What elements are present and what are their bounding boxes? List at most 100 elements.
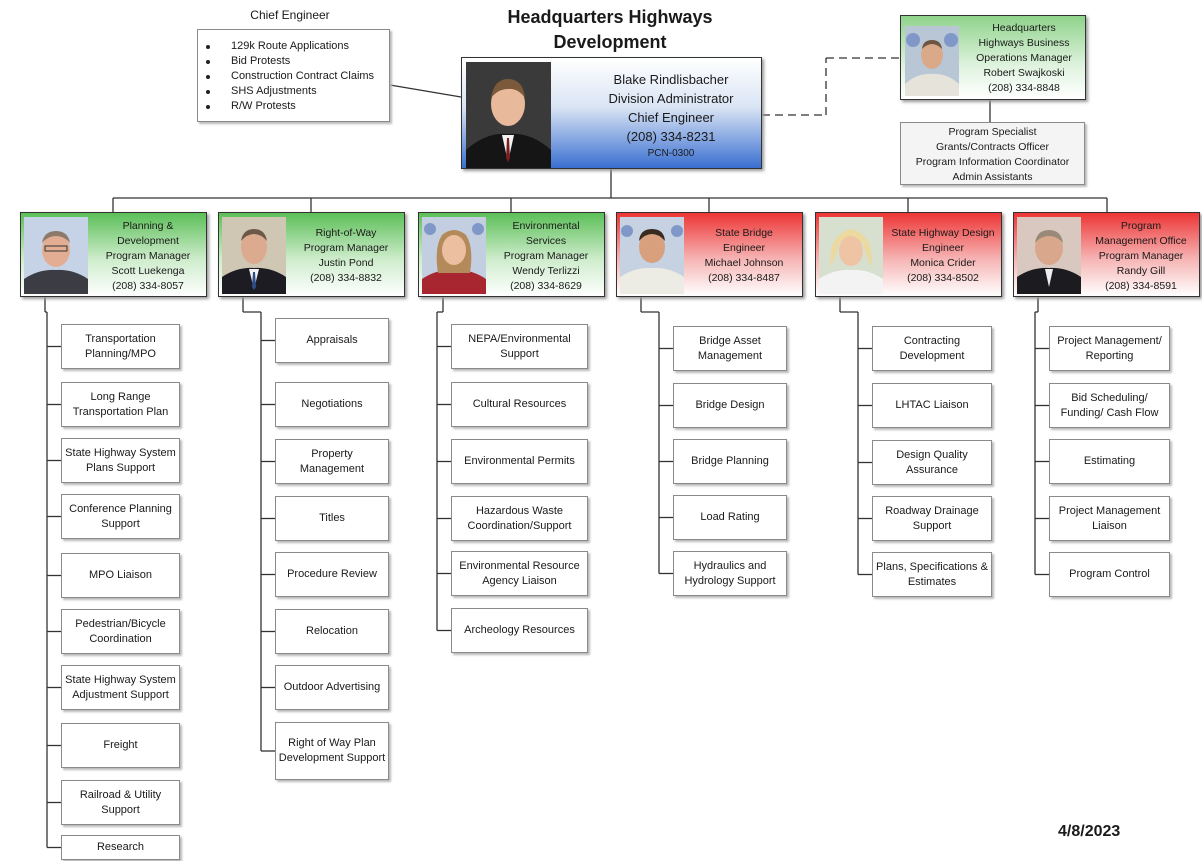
chart-title-line2: Development: [553, 32, 667, 52]
sub-unit-box: Estimating: [1049, 439, 1170, 484]
manager-line: Program Manager: [1098, 250, 1184, 262]
sub-unit-box: Program Control: [1049, 552, 1170, 597]
manager-line: Planning &: [122, 220, 174, 232]
sub-unit-box: Hazardous Waste Coordination/Support: [451, 496, 588, 541]
sub-unit-box: Research: [61, 835, 180, 860]
hq-business-manager-details: Headquarters Highways Business Operation…: [963, 21, 1085, 96]
manager-box-program-management-office: Program Management Office Program Manage…: [1013, 212, 1200, 297]
manager-box-state-highway-design: State Highway Design Engineer Monica Cri…: [815, 212, 1002, 297]
sub-unit-box: Project Management/ Reporting: [1049, 326, 1170, 371]
manager-line: Program Manager: [503, 250, 589, 262]
hq-business-name: Robert Swajkoski: [983, 67, 1065, 79]
program-specialist-line: Admin Assistants: [952, 171, 1033, 183]
manager-line: Management Office: [1095, 235, 1187, 247]
manager-line: Environmental: [512, 220, 580, 232]
sub-unit-box: Cultural Resources: [451, 382, 588, 427]
chief-engineer-connector: [389, 84, 462, 98]
sub-unit-box: Design Quality Assurance: [872, 440, 992, 485]
manager-photo: [222, 217, 286, 294]
manager-line: Monica Crider: [910, 257, 976, 269]
sub-unit-box: Negotiations: [275, 382, 389, 427]
sub-unit-box: Bid Scheduling/ Funding/ Cash Flow: [1049, 383, 1170, 428]
hq-business-manager-photo: [905, 26, 959, 96]
sub-unit-box: Property Management: [275, 439, 389, 484]
sub-unit-box: Archeology Resources: [451, 608, 588, 653]
manager-line: Development: [117, 235, 179, 247]
administrator-pcn: PCN-0300: [647, 148, 695, 159]
sub-unit-box: NEPA/Environmental Support: [451, 324, 588, 369]
administrator-title: Division Administrator: [608, 91, 734, 106]
manager-photo: [24, 217, 88, 294]
manager-line: Wendy Terlizzi: [512, 265, 580, 277]
sub-unit-box: Hydraulics and Hydrology Support: [673, 551, 787, 596]
manager-line: Engineer: [921, 242, 965, 254]
hq-business-line: Operations Manager: [976, 52, 1072, 64]
sub-unit-box: Long Range Transportation Plan: [61, 382, 180, 427]
sub-unit-box: Transportation Planning/MPO: [61, 324, 180, 369]
sub-unit-box: LHTAC Liaison: [872, 383, 992, 428]
manager-line: State Highway Design: [891, 227, 995, 239]
manager-line: (208) 334-8629: [510, 280, 582, 292]
chart-title: Headquarters Highways Development: [470, 5, 750, 55]
sub-unit-box: Environmental Resource Agency Liaison: [451, 551, 588, 596]
sub-unit-box: Relocation: [275, 609, 389, 654]
sub-unit-box: Contracting Development: [872, 326, 992, 371]
sub-unit-box: State Highway System Plans Support: [61, 438, 180, 483]
manager-line: Randy Gill: [1116, 265, 1166, 277]
hq-business-phone: (208) 334-8848: [988, 82, 1060, 94]
manager-line: Scott Luekenga: [111, 265, 185, 277]
manager-line: (208) 334-8502: [907, 272, 979, 284]
sub-unit-box: Project Management Liaison: [1049, 496, 1170, 541]
duty-item: SHS Adjustments: [206, 84, 385, 99]
manager-line: Engineer: [722, 242, 766, 254]
sub-unit-box: Load Rating: [673, 495, 787, 540]
administrator-name: Blake Rindlisbacher: [613, 72, 729, 87]
sub-unit-box: State Highway System Adjustment Support: [61, 665, 180, 710]
chief-engineer-label: Chief Engineer: [250, 8, 330, 22]
manager-box-planning-development: Planning & Development Program Manager S…: [20, 212, 207, 297]
program-specialist-line: Program Information Coordinator: [915, 156, 1070, 168]
sub-unit-box: Procedure Review: [275, 552, 389, 597]
sub-unit-box: Bridge Asset Management: [673, 326, 787, 371]
manager-details: Program Management Office Program Manage…: [1083, 219, 1199, 294]
duty-item: Construction Contract Claims: [206, 69, 385, 84]
sub-unit-box: Freight: [61, 723, 180, 768]
program-specialist-line: Program Specialist: [948, 126, 1037, 138]
sub-unit-box: Right of Way Plan Development Support: [275, 722, 389, 780]
division-administrator-box: Blake Rindlisbacher Division Administrat…: [461, 57, 762, 169]
manager-line: Right-of-Way: [315, 227, 377, 239]
sub-unit-box: Conference Planning Support: [61, 494, 180, 539]
duty-item: 129k Route Applications: [206, 39, 385, 54]
manager-details: Environmental Services Program Manager W…: [488, 219, 604, 294]
manager-box-right-of-way: Right-of-Way Program Manager Justin Pond…: [218, 212, 405, 297]
program-specialist-box: Program Specialist Grants/Contracts Offi…: [900, 122, 1085, 185]
manager-line: Program Manager: [303, 242, 389, 254]
sub-unit-box: Pedestrian/Bicycle Coordination: [61, 609, 180, 654]
manager-line: Program Manager: [105, 250, 191, 262]
date-stamp: 4/8/2023: [1058, 823, 1121, 840]
chart-title-line1: Headquarters Highways: [507, 7, 713, 27]
manager-details: State Highway Design Engineer Monica Cri…: [885, 226, 1001, 286]
manager-photo: [819, 217, 883, 294]
manager-line: (208) 334-8057: [112, 280, 184, 292]
hq-business-manager-box: Headquarters Highways Business Operation…: [900, 15, 1086, 100]
manager-line: Services: [525, 235, 567, 247]
manager-line: (208) 334-8832: [310, 272, 382, 284]
manager-line: Justin Pond: [318, 257, 374, 269]
manager-photo: [1017, 217, 1081, 294]
sub-unit-box: Railroad & Utility Support: [61, 780, 180, 825]
sub-unit-box: Bridge Planning: [673, 439, 787, 484]
sub-unit-box: Bridge Design: [673, 383, 787, 428]
manager-line: State Bridge: [715, 227, 773, 239]
manager-details: Planning & Development Program Manager S…: [90, 219, 206, 294]
manager-line: Program: [1120, 220, 1162, 232]
manager-line: (208) 334-8591: [1105, 280, 1177, 292]
manager-details: State Bridge Engineer Michael Johnson (2…: [686, 226, 802, 286]
sub-unit-box: Titles: [275, 496, 389, 541]
manager-photo: [620, 217, 684, 294]
sub-unit-box: Outdoor Advertising: [275, 665, 389, 710]
chief-engineer-duties-box: 129k Route Applications Bid Protests Con…: [197, 29, 390, 122]
manager-line: Michael Johnson: [704, 257, 784, 269]
administrator-photo: [466, 62, 551, 168]
